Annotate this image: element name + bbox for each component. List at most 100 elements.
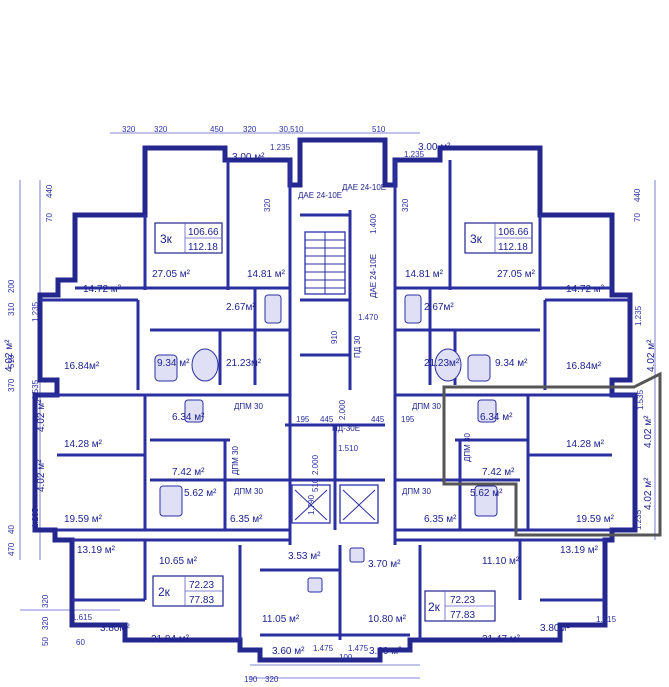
room-area-label: 21.23м² xyxy=(226,358,262,369)
dimension-label: 50 xyxy=(41,637,50,646)
dimension-label: 70 xyxy=(45,213,54,222)
dimension-label: 510 xyxy=(311,478,320,492)
door-labels: ДАЕ 24-10Е ДАЕ 24-10Е ДАЕ 24-10Е ПД 30 Д… xyxy=(231,183,472,496)
apartment-box-2k-left: 2к 72.23 77.83 xyxy=(152,575,224,607)
room-area-label: 3.00 м² xyxy=(232,152,265,163)
dimension-label: 320 xyxy=(122,125,136,134)
dimension-label: 510 xyxy=(372,125,386,134)
apartment-box-2k-right: 2к 72.23 77.83 xyxy=(424,590,496,622)
room-area-label: 21.23м² xyxy=(424,358,460,369)
room-area-label: 13.19 м² xyxy=(560,545,599,556)
room-area-label: 16.84м² xyxy=(566,361,602,372)
room-area-label: 3.60 м² xyxy=(369,646,402,657)
dimension-label: 320 xyxy=(401,198,410,212)
room-area-labels: 3.00 м² 3.00 м² 27.05 м² 14.81 м² 14.81 … xyxy=(4,142,657,657)
room-area-label: 7.42 м² xyxy=(482,467,515,478)
room-area-label: 3.70 м² xyxy=(368,559,401,570)
room-area-label: 11.05 м² xyxy=(262,614,300,625)
dimension-label: 1.615 xyxy=(72,613,93,622)
dimension-label: 1.535 xyxy=(31,379,40,400)
door-label: ДПМ 30 xyxy=(234,402,264,411)
room-area-label: 3.80м² xyxy=(540,623,570,634)
dimension-label: 310 xyxy=(7,302,16,316)
dimension-label: 370 xyxy=(7,378,16,392)
dimension-label: 200 xyxy=(7,279,16,293)
dimension-label: 440 xyxy=(633,188,642,202)
dimension-label: 1.475 xyxy=(313,644,334,653)
room-area-label: 14.28 м² xyxy=(566,439,605,450)
dimension-label: 2.000 xyxy=(311,454,320,475)
room-area-label: 9.34 м² xyxy=(495,358,528,369)
room-area-label: 13.19 м² xyxy=(77,545,116,556)
dimension-label: 195 xyxy=(296,415,310,424)
room-area-label: 14.81 м² xyxy=(405,269,444,280)
dimension-label: 1.235 xyxy=(634,509,643,530)
dimension-label: 320 xyxy=(41,594,50,608)
dimension-label: 2.000 xyxy=(338,399,347,420)
dimension-label: 445 xyxy=(320,415,334,424)
room-area-label: 6.34 м² xyxy=(172,412,205,423)
room-area-label: 10.80 м² xyxy=(368,614,407,625)
apartment-box-3k-left: 3к 106.66 112.18 xyxy=(154,222,223,254)
room-area-label: 14.81 м² xyxy=(247,269,286,280)
apartment-rooms-label: 2к xyxy=(158,585,171,599)
room-area-label: 6.34 м² xyxy=(480,412,513,423)
apartment-living-area: 72.23 xyxy=(450,595,475,606)
dimension-label: 1.235 xyxy=(31,301,40,322)
dimension-label: 320 xyxy=(154,125,168,134)
room-area-label: 7.42 м² xyxy=(172,467,205,478)
room-area-label: 4.02 м² xyxy=(36,459,47,492)
dimension-label: 320 xyxy=(263,198,272,212)
elevator-shafts xyxy=(294,489,376,521)
room-area-label: 14.72 м² xyxy=(83,284,122,295)
dimension-label: 320 xyxy=(41,616,50,630)
door-label: ДАЕ 24-10Е xyxy=(342,183,386,192)
dimension-label: 1.470 xyxy=(358,313,379,322)
room-area-label: 4.02 м² xyxy=(36,399,47,432)
room-area-label: 4.02 м² xyxy=(646,339,657,372)
dimension-label: 1.235 xyxy=(270,143,291,152)
dimension-label: 40 xyxy=(7,525,16,534)
room-area-label: 3.80м² xyxy=(100,623,130,634)
room-area-label: 19.59 м² xyxy=(576,514,615,525)
apartment-rooms-label: 2к xyxy=(428,600,441,614)
dimension-label: 510 xyxy=(7,354,16,368)
room-area-label: 3.60 м² xyxy=(272,646,305,657)
dimension-label: 1.510 xyxy=(338,444,359,453)
room-area-label: 4.02 м² xyxy=(643,477,654,510)
dimension-label: 445 xyxy=(371,415,385,424)
bathroom-fixtures xyxy=(154,294,498,593)
dimension-label: 195 xyxy=(401,415,415,424)
dimension-label: 1.235 xyxy=(634,305,643,326)
door-label: ДПМ 30 xyxy=(234,487,264,496)
room-area-label: 3.53 м² xyxy=(288,551,321,562)
highlighted-apartment-outline xyxy=(442,371,662,537)
dimension-label: 470 xyxy=(7,542,16,556)
room-area-label: 19.59 м² xyxy=(64,514,103,525)
room-area-label: 10.65 м² xyxy=(159,556,198,567)
dimension-label: 190 xyxy=(244,675,258,684)
apartment-total-area: 112.18 xyxy=(498,242,528,253)
dimension-label: 1.235 xyxy=(31,507,40,528)
room-area-label: 11.10 м² xyxy=(482,556,520,567)
room-area-label: 21.84 м² xyxy=(151,634,190,645)
apartment-total-area: 77.83 xyxy=(450,610,475,621)
dimension-label: 320 xyxy=(265,675,279,684)
room-area-label: 27.05 м² xyxy=(497,269,536,280)
dimension-label: 1.790 xyxy=(307,494,316,515)
dimension-label: 70 xyxy=(633,213,642,222)
door-label: ДПМ 30 xyxy=(402,487,432,496)
room-area-label: 3.00 м² xyxy=(418,142,451,153)
dimension-label: 440 xyxy=(45,184,54,198)
room-area-label: 4.02 м² xyxy=(643,415,654,448)
apartment-box-3k-right: 3к 106.66 112.18 xyxy=(464,222,533,254)
apartment-rooms-label: 3к xyxy=(160,232,173,246)
door-label: ДАЕ 24-10Е xyxy=(369,254,378,298)
room-area-label: 2.67м² xyxy=(424,302,454,313)
door-label: ПД-30Е xyxy=(332,424,360,433)
room-area-label: 16.84м² xyxy=(64,361,100,372)
apartment-total-area: 77.83 xyxy=(189,595,214,606)
dimension-label: 1.535 xyxy=(636,389,645,410)
room-area-label: 21.47 м² xyxy=(482,634,521,645)
